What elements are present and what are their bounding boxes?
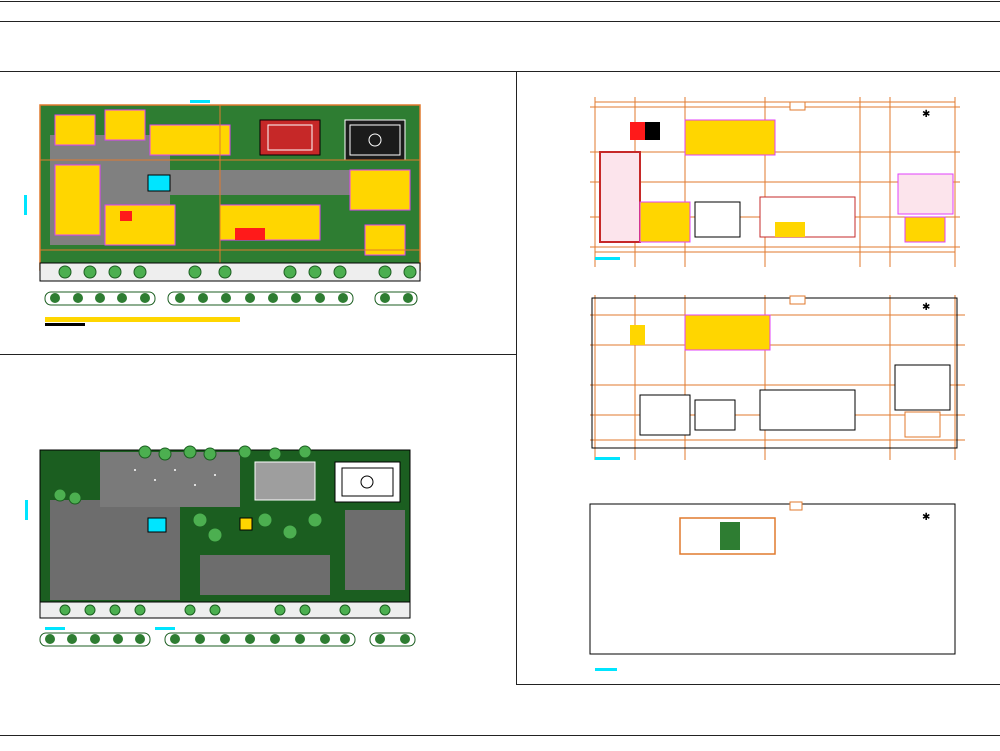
left-panel-divider (0, 354, 516, 355)
sheet-bottom-border (0, 735, 1000, 736)
street-trees (59, 604, 391, 616)
upper-floor-plan: ✱ (590, 295, 965, 460)
magenta-block (897, 173, 954, 215)
scale-bar-icon (45, 317, 240, 326)
road-strip (39, 601, 411, 619)
magenta-block (599, 151, 641, 243)
building-block (349, 169, 411, 211)
paving-area (100, 452, 240, 507)
north-arrow-icon: ✱ (922, 109, 930, 120)
north-arrow-icon: ✱ (922, 302, 930, 313)
tennis-court (254, 461, 316, 501)
scale-bar-icon (595, 668, 617, 671)
roof-plan: ✱ (589, 501, 956, 671)
ground-floor-plan: ✱ (590, 97, 960, 267)
scale-bar-icon (595, 457, 620, 460)
pool (147, 174, 171, 192)
building-block (104, 109, 146, 141)
unit-block (684, 314, 771, 351)
unit-block (639, 201, 691, 243)
basketball-court (344, 119, 406, 161)
building-block (54, 114, 96, 146)
paving-area (345, 510, 405, 590)
building-outline (594, 101, 956, 253)
building-block (54, 164, 101, 236)
drawing-area-top (0, 71, 1000, 72)
building-block (104, 204, 176, 246)
red-room (235, 228, 265, 240)
building-outline (591, 297, 958, 449)
paving-area (200, 555, 330, 595)
unit-block (684, 119, 776, 156)
red-room (120, 211, 132, 221)
tree-clusters (53, 445, 323, 543)
sheet-top-border (0, 1, 1000, 2)
paving-strip (170, 170, 350, 195)
title-band-line (0, 21, 1000, 22)
building-block (149, 124, 231, 156)
right-panel-bottom (516, 684, 1000, 685)
basketball-court (334, 461, 401, 503)
site-plan-colored (24, 100, 421, 326)
scale-bar-icon (595, 257, 620, 260)
street-trees (58, 265, 417, 279)
site-plan-landscape (25, 445, 416, 647)
paving-area (50, 500, 180, 600)
pool (147, 517, 167, 533)
roof-boundary (589, 503, 956, 655)
center-divider (516, 71, 517, 685)
unit-block (904, 216, 946, 243)
tennis-court (259, 119, 321, 156)
north-arrow-icon: ✱ (922, 512, 930, 523)
